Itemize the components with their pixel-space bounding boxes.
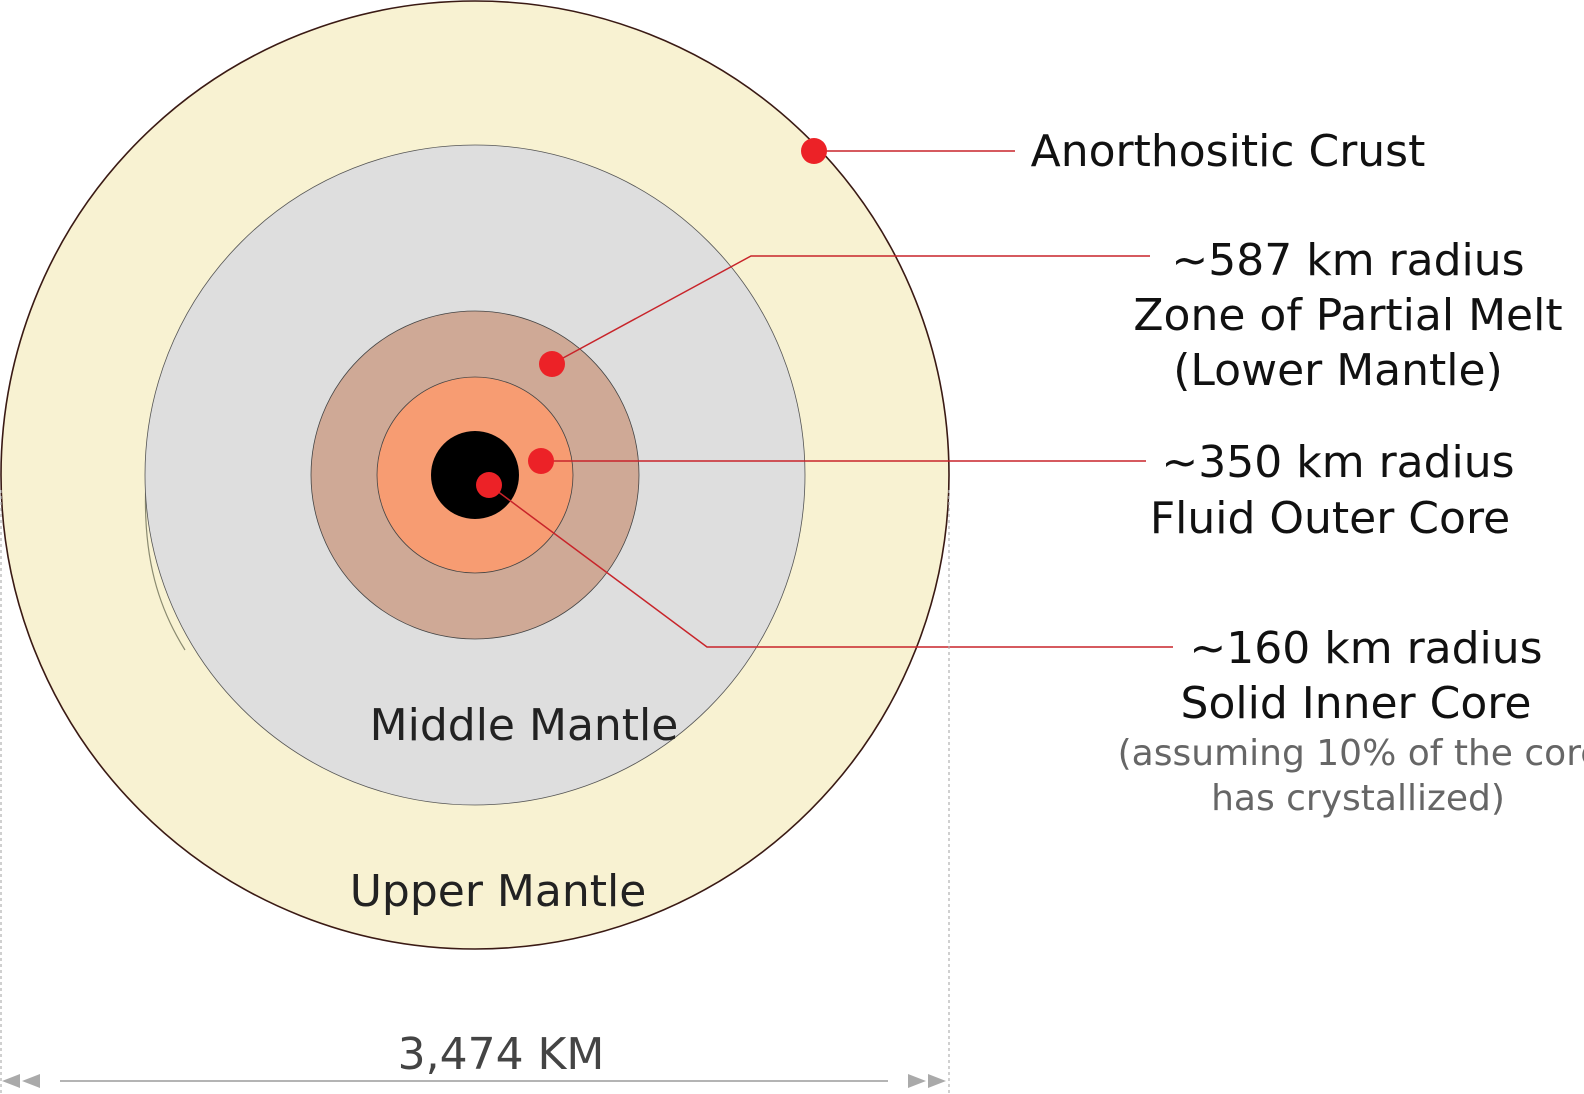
crust-marker	[801, 138, 827, 164]
dimension-arrow-right	[908, 1074, 946, 1088]
upper-mantle-label: Upper Mantle	[350, 866, 647, 917]
partial-melt-sublabel: (Lower Mantle)	[1173, 345, 1502, 396]
inner-core-note-line1: (assuming 10% of the core	[1118, 733, 1584, 774]
partial-melt-zone-label: Zone of Partial Melt	[1133, 290, 1562, 341]
partial-melt-marker	[539, 351, 565, 377]
middle-mantle-label: Middle Mantle	[370, 700, 679, 751]
diameter-label: 3,474 KM	[398, 1029, 605, 1080]
inner-core-layer	[431, 431, 519, 519]
inner-core-name-label: Solid Inner Core	[1181, 678, 1532, 729]
partial-melt-leader-line	[551, 255, 1150, 365]
inner-core-marker	[476, 472, 502, 498]
outer-core-radius-label: ~350 km radius	[1161, 437, 1514, 488]
inner-core-leader-line	[488, 484, 1173, 648]
inner-core-note-line2: has crystallized)	[1211, 778, 1505, 819]
partial-melt-radius-label: ~587 km radius	[1171, 235, 1524, 286]
dimension-arrow-left	[2, 1074, 40, 1088]
outer-core-name-label: Fluid Outer Core	[1150, 493, 1510, 544]
crust-label: Anorthositic Crust	[1031, 126, 1426, 177]
inner-core-radius-label: ~160 km radius	[1189, 623, 1542, 674]
outer-core-marker	[528, 448, 554, 474]
